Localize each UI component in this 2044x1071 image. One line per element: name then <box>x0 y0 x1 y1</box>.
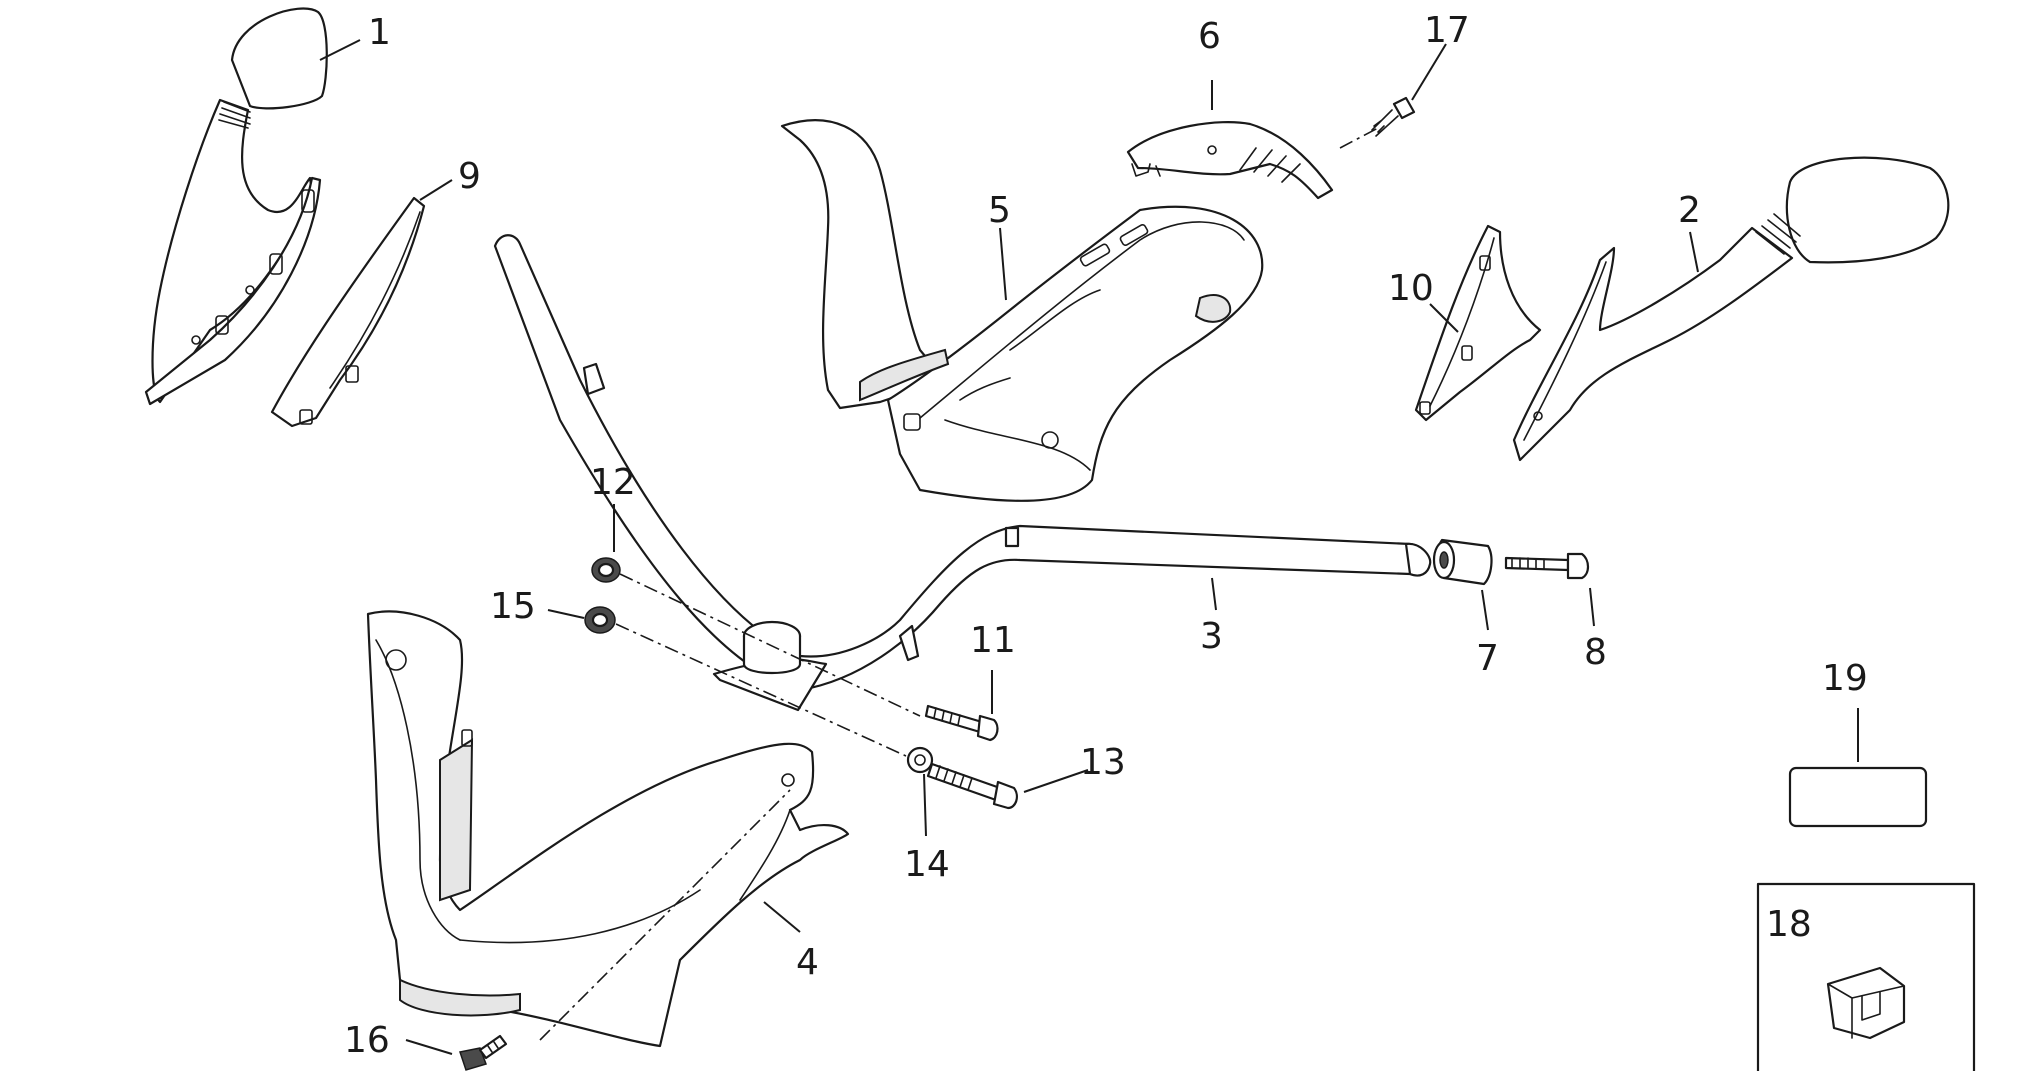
part-14-washer <box>906 746 934 774</box>
callout-8: 8 <box>1584 632 1607 673</box>
part-7-bar-end <box>1432 538 1493 586</box>
callout-16: 16 <box>344 1020 390 1061</box>
callout-18: 18 <box>1766 904 1812 945</box>
part-15-grommet <box>584 606 616 634</box>
part-12-grommet <box>591 557 621 583</box>
part-3-handlebar <box>493 234 1432 712</box>
part-2-right-mirror <box>1512 156 1950 462</box>
part-1-left-mirror <box>144 7 328 406</box>
part-10-right-inner-cover <box>1414 224 1542 422</box>
part-13-bolt <box>926 762 1018 810</box>
callout-5: 5 <box>988 190 1011 231</box>
part-18-clip-box <box>1756 882 1976 1071</box>
part-5-handlebar-rear-cover <box>780 119 1264 502</box>
callout-17: 17 <box>1424 10 1470 51</box>
leader-lines <box>319 39 1859 1055</box>
callout-9: 9 <box>458 156 481 197</box>
callout-15: 15 <box>490 586 536 627</box>
part-11-bolt <box>924 704 999 742</box>
part-17-screw <box>1371 96 1416 137</box>
part-9-left-inner-cover <box>270 196 426 428</box>
callout-14: 14 <box>904 844 950 885</box>
callout-11: 11 <box>970 620 1016 661</box>
callout-1: 1 <box>368 12 391 53</box>
callout-6: 6 <box>1198 16 1221 57</box>
assembly-lines <box>539 127 1379 1041</box>
callout-2: 2 <box>1678 190 1701 231</box>
part-6-front-cover <box>1126 121 1334 200</box>
callout-labels: 1 9 6 17 5 2 10 12 15 3 7 8 11 13 14 4 1… <box>344 10 1868 1061</box>
callout-4: 4 <box>796 942 819 983</box>
part-8-bolt <box>1504 552 1590 580</box>
callout-10: 10 <box>1388 268 1434 309</box>
part-4-handlebar-front-cover <box>366 610 850 1048</box>
callout-7: 7 <box>1476 638 1499 679</box>
part-16-screw <box>459 1034 508 1071</box>
part-19-plate <box>1788 766 1928 828</box>
callout-12: 12 <box>590 462 636 503</box>
callout-13: 13 <box>1080 742 1126 783</box>
callout-19: 19 <box>1822 658 1868 699</box>
callout-3: 3 <box>1200 616 1223 657</box>
